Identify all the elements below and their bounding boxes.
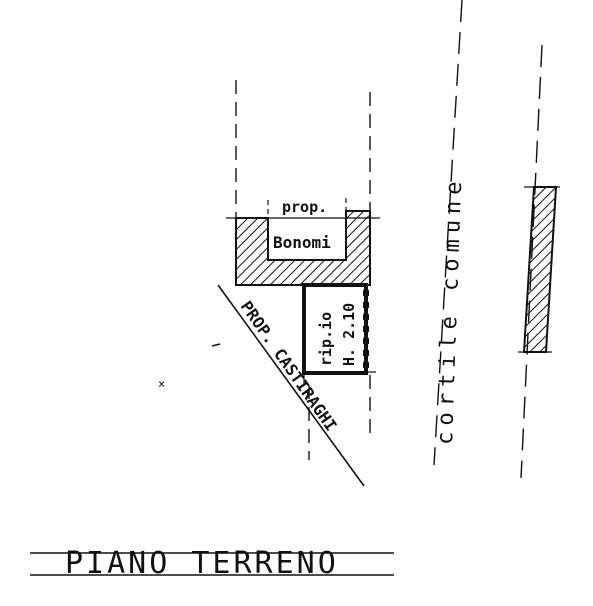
- tick-mark: [211, 343, 221, 347]
- prop-bonomi-name-label: Bonomi: [273, 233, 331, 252]
- cortile-comune-label: cortile comune: [433, 175, 467, 445]
- dashed-line-cortile-left: [433, 0, 463, 466]
- prop-bonomi-top-label: prop.: [282, 198, 327, 216]
- ripostiglio-label-2: H. 2.10: [340, 303, 358, 366]
- cross-mark: ×: [158, 377, 165, 391]
- castiraghi-boundary: [217, 284, 365, 487]
- dashed-line-cortile-right: [520, 44, 543, 479]
- drawing-title: PIANO TERRENO: [30, 546, 394, 581]
- ripostiglio-room: [296, 283, 376, 385]
- bonomi-building: [226, 198, 380, 286]
- right-wall: [518, 186, 560, 353]
- ripostiglio-label-1: rip.io: [317, 312, 335, 366]
